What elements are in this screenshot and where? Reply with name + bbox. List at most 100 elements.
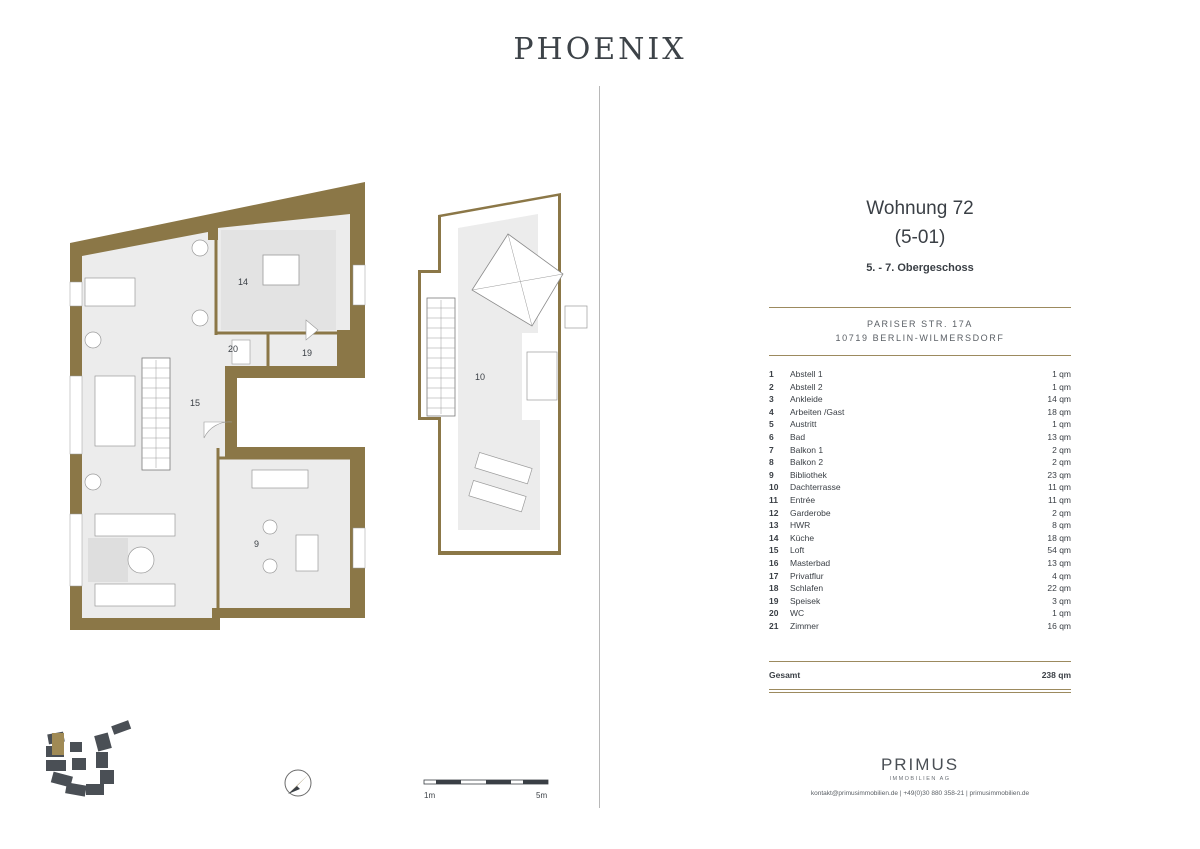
room-number: 19 — [769, 595, 779, 606]
room-number: 5 — [769, 419, 774, 430]
room-row: 14 Küche 18 qm — [769, 532, 1071, 545]
room-number: 20 — [769, 608, 779, 619]
room-row: 18 Schlafen 22 qm — [769, 582, 1071, 595]
room-number: 16 — [769, 557, 779, 568]
room-row: 20 WC 1 qm — [769, 607, 1071, 620]
scale-bar — [423, 779, 549, 785]
room-row: 3 Ankleide 14 qm — [769, 393, 1071, 406]
room-name: Zimmer — [790, 620, 819, 631]
scale-start-label: 1m — [424, 791, 436, 800]
room-area: 11 qm — [1048, 482, 1071, 493]
total-area: 238 qm — [1041, 670, 1071, 680]
room-number: 17 — [769, 570, 779, 581]
room-number: 10 — [769, 482, 779, 493]
lower-floor-plan: 14 20 19 15 9 — [69, 182, 366, 630]
label-room-19: 19 — [302, 348, 312, 358]
room-name: Dachterrasse — [790, 482, 841, 493]
room-row: 6 Bad 13 qm — [769, 431, 1071, 444]
total-row: Gesamt 238 qm — [769, 670, 1071, 680]
room-name: Schlafen — [790, 583, 824, 594]
rule-total-top — [769, 661, 1071, 662]
room-area: 4 qm — [1052, 570, 1071, 581]
room-name: Abstell 2 — [790, 381, 823, 392]
primus-logo: PRIMUS — [880, 755, 960, 774]
upper-floor-plan: 10 — [418, 193, 588, 555]
rule-address — [769, 355, 1071, 356]
room-number: 15 — [769, 545, 779, 556]
site-plan-icon — [46, 720, 132, 797]
apartment-floors: 5. - 7. Obergeschoss — [866, 262, 974, 274]
room-number: 18 — [769, 583, 779, 594]
label-room-10: 10 — [475, 372, 485, 382]
room-area: 2 qm — [1052, 444, 1071, 455]
room-number: 6 — [769, 431, 774, 442]
room-name: Küche — [790, 532, 815, 543]
room-number: 4 — [769, 406, 774, 417]
room-number: 12 — [769, 507, 779, 518]
phoenix-logo: PHOENIX — [513, 32, 687, 67]
room-name: Balkon 2 — [790, 457, 824, 468]
room-name: Speisek — [790, 595, 821, 606]
compass-icon — [284, 769, 312, 797]
room-name: Garderobe — [790, 507, 831, 518]
room-area: 23 qm — [1047, 469, 1071, 480]
room-name: HWR — [790, 520, 811, 531]
room-name: Entrée — [790, 494, 816, 505]
room-number: 9 — [769, 469, 774, 480]
label-room-20: 20 — [228, 344, 238, 354]
room-area: 13 qm — [1047, 431, 1071, 442]
room-name: WC — [790, 608, 805, 619]
room-number: 11 — [769, 494, 778, 505]
room-name: Loft — [790, 545, 805, 556]
floor-plan: 14 20 19 15 9 10 — [46, 182, 588, 797]
room-number: 13 — [769, 520, 779, 531]
room-row: 2 Abstell 2 1 qm — [769, 381, 1071, 394]
room-name: Ankleide — [790, 394, 823, 405]
room-row: 15 Loft 54 qm — [769, 544, 1071, 557]
room-area: 1 qm — [1052, 419, 1071, 430]
room-area: 1 qm — [1052, 369, 1071, 379]
room-row: 5 Austritt 1 qm — [769, 418, 1071, 431]
room-name: Bad — [790, 431, 806, 442]
room-area: 2 qm — [1052, 457, 1071, 468]
room-area: 1 qm — [1052, 608, 1071, 619]
label-room-15: 15 — [190, 398, 200, 408]
room-name: Arbeiten /Gast — [790, 406, 845, 417]
contact-line: kontakt@primusimmobilien.de | +49(0)30 8… — [810, 790, 1030, 797]
room-area: 1 qm — [1052, 381, 1071, 392]
apartment-code: (5-01) — [894, 227, 946, 248]
room-number: 14 — [769, 532, 779, 543]
primus-subtitle: IMMOBILIEN AG — [889, 776, 951, 782]
room-area: 14 qm — [1047, 394, 1071, 405]
apartment-name: Wohnung 72 — [866, 198, 974, 219]
room-area: 54 qm — [1047, 545, 1071, 556]
label-room-9: 9 — [254, 539, 259, 549]
room-row: 17 Privatflur 4 qm — [769, 570, 1071, 583]
room-number: 2 — [769, 381, 774, 392]
room-name: Privatflur — [790, 570, 824, 581]
rule-total-bottom-2 — [769, 692, 1071, 693]
label-room-14: 14 — [238, 277, 248, 287]
room-number: 21 — [769, 620, 779, 631]
address-line-1: PARISER STR. 17A — [867, 319, 973, 329]
room-name: Masterbad — [790, 557, 831, 568]
room-area: 8 qm — [1052, 520, 1071, 531]
room-area: 22 qm — [1047, 583, 1071, 594]
vertical-divider — [599, 86, 600, 808]
room-area: 18 qm — [1047, 532, 1071, 543]
room-name: Austritt — [790, 419, 817, 430]
room-row: 10 Dachterrasse 11 qm — [769, 481, 1071, 494]
room-number: 1 — [769, 369, 774, 379]
rule-total-bottom-1 — [769, 689, 1071, 690]
room-number: 3 — [769, 394, 774, 405]
